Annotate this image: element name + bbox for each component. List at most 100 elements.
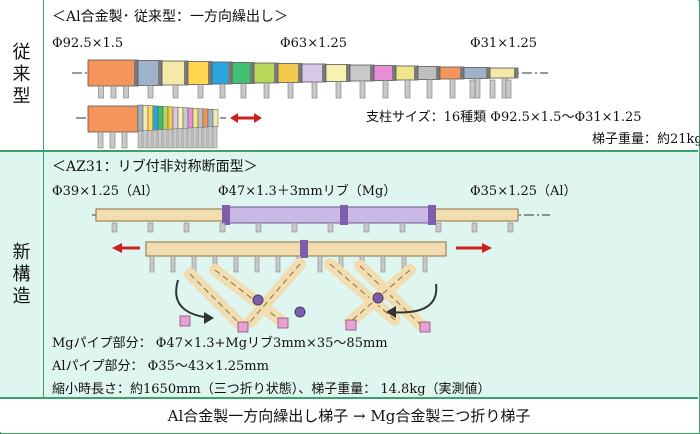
segment-joint: [208, 61, 212, 85]
nested-segment: [202, 108, 209, 128]
support-leg: [192, 127, 198, 149]
segment-joint: [460, 67, 464, 79]
segment-joint: [298, 63, 302, 83]
nested-segment: [197, 108, 204, 128]
end-cap: [237, 321, 249, 333]
dim-label: Φ35×1.25（Al）: [470, 184, 577, 199]
nested-segment: [182, 107, 189, 129]
arrow-head: [386, 306, 396, 318]
conventional-section: 従 来 型 ＜Al合金製･ 従来型：一方向繰出し＞ Φ92.5×1.5 Φ63×…: [0, 0, 700, 152]
step-stub: [380, 255, 386, 273]
support-leg: [157, 129, 163, 149]
end-cap: [345, 319, 357, 331]
new-structure-section: 新 構 造 ＜AZ31：リブ付非対称断面型＞ Φ39×1.25（Al） Φ47×…: [0, 152, 698, 399]
support-leg: [137, 130, 143, 149]
side-char: 来: [12, 64, 31, 85]
support-leg: [426, 79, 433, 99]
support-leg: [505, 79, 512, 99]
segment-joint: [392, 65, 396, 81]
side-char: 構: [12, 263, 31, 285]
support-leg: [172, 84, 179, 99]
segment-joint: [274, 63, 278, 83]
folding-ladder-diagram: [92, 205, 550, 333]
nested-segment: [207, 108, 214, 128]
arrow-head: [204, 312, 214, 324]
segment-joint: [158, 60, 162, 86]
step-stub: [435, 222, 442, 233]
support-leg: [219, 83, 226, 99]
nested-segment: [172, 106, 179, 130]
support-leg: [197, 84, 204, 99]
support-leg: [110, 85, 117, 99]
member-outline: [214, 269, 281, 321]
dim-label: Φ31×1.25: [470, 36, 538, 51]
step-stub: [471, 222, 478, 233]
support-leg: [449, 78, 456, 99]
segment-joint: [486, 67, 490, 79]
support-leg: [147, 85, 154, 99]
tube-segment: [161, 60, 189, 86]
support-leg: [123, 85, 129, 99]
footer-section: Al合金製一方向繰出し梯子 → Mg合金製三つ折り梯子: [0, 399, 698, 432]
end-cap: [419, 321, 431, 333]
support-leg: [207, 126, 213, 149]
support-leg: [311, 81, 318, 99]
step-stub: [291, 222, 298, 233]
step-stub: [170, 255, 176, 273]
segment-joint: [346, 64, 350, 82]
collapsed-length-text: 縮小時長さ：約1650mm（三つ折り状態）、梯子重量： 14.8kg（実測値）: [52, 382, 491, 397]
beam-al-left: [95, 208, 227, 222]
side-char: 新: [12, 241, 31, 263]
support-leg: [404, 79, 411, 99]
support-leg: [335, 81, 342, 99]
nested-segment: [212, 109, 219, 127]
step-stub: [147, 222, 154, 233]
support-leg: [98, 85, 104, 99]
support-leg: [97, 131, 104, 149]
footer-caption: Al合金製一方向繰出し梯子 → Mg合金製三つ折り梯子: [167, 407, 531, 425]
segment-joint: [414, 66, 418, 80]
step-stub: [363, 222, 370, 233]
nested-segment: [162, 106, 169, 130]
hinge: [428, 205, 436, 225]
step-stub: [183, 222, 190, 233]
step-stub: [399, 222, 406, 233]
collapsed-main-tube: [87, 105, 139, 133]
side-char: 型: [12, 86, 31, 107]
nested-segment: [192, 108, 199, 128]
hinge: [222, 205, 230, 225]
step-stub: [275, 255, 281, 273]
support-leg: [382, 80, 389, 99]
new-heading: ＜AZ31：リブ付非対称断面型＞: [52, 159, 258, 175]
dim-label: Φ92.5×1.5: [52, 36, 124, 51]
support-leg: [147, 130, 153, 149]
conventional-ladder-diagram: [72, 59, 548, 149]
dim-label: Φ63×1.25: [280, 36, 348, 51]
step-stub: [507, 222, 514, 233]
step-stub: [149, 255, 155, 273]
nested-segment: [167, 106, 174, 130]
segment-joint: [436, 66, 440, 80]
nested-segment: [147, 105, 154, 131]
support-leg: [162, 129, 168, 149]
nested-segment: [177, 107, 184, 129]
folded-beam: [145, 241, 447, 257]
step-stub: [255, 222, 262, 233]
member-outline: [329, 263, 396, 321]
nested-segment: [142, 105, 149, 131]
support-leg: [197, 127, 203, 149]
step-stub: [327, 222, 334, 233]
support-leg: [109, 131, 116, 149]
support-leg: [167, 128, 173, 149]
support-leg: [359, 80, 366, 99]
mg-pipe-text: Mgパイプ部分： Φ47×1.3+Mgリブ3mm×35～85mm: [52, 336, 388, 351]
tube-segment: [87, 59, 139, 87]
segment-joint: [250, 62, 254, 84]
support-leg: [202, 126, 208, 149]
nested-segment: [152, 105, 159, 131]
step-stub: [219, 222, 226, 233]
support-leg: [177, 128, 183, 149]
al-pipe-text: Alパイプ部分： Φ35～43×1.25mm: [52, 359, 269, 374]
segment-joint: [370, 65, 374, 81]
hinge: [300, 240, 308, 258]
